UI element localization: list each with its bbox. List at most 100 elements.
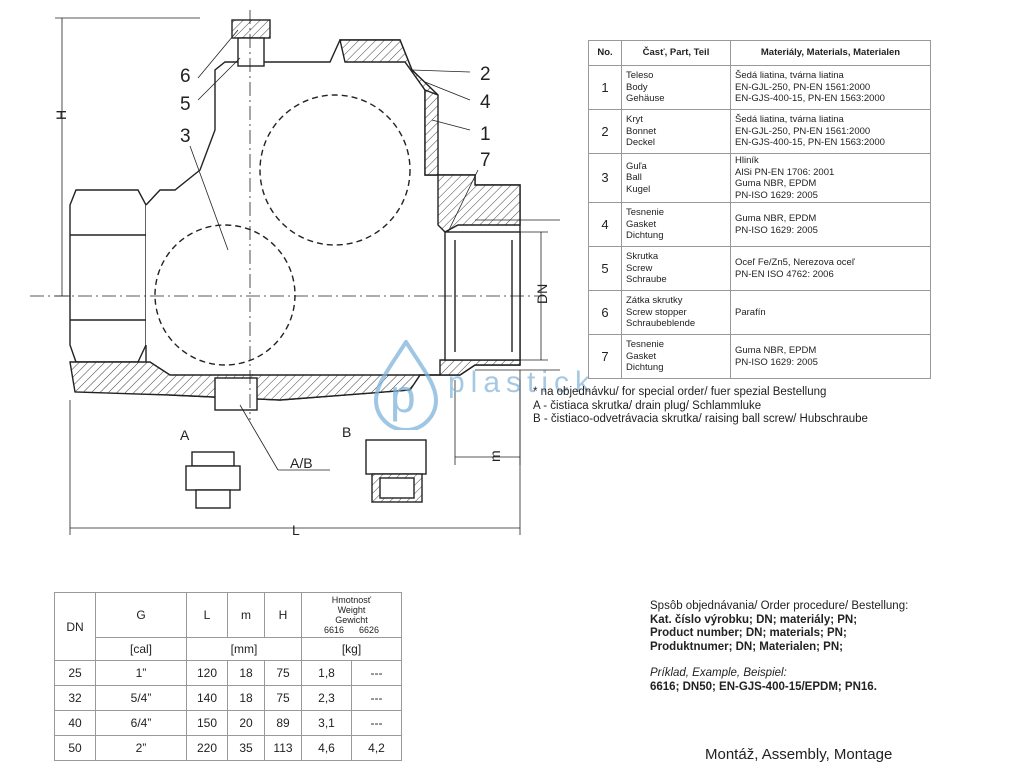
plug-b-detail xyxy=(365,439,427,503)
dims-cell: 140 xyxy=(186,685,228,711)
dims-header-l: L xyxy=(186,592,228,638)
screw-stopper xyxy=(231,19,271,39)
dim-l: L xyxy=(292,522,300,538)
label-part-5: 5 xyxy=(180,94,191,115)
dims-cell: 1” xyxy=(95,660,187,686)
dims-cell: --- xyxy=(350,685,403,711)
part-number: 3 xyxy=(588,153,622,203)
dimensions-table: DN G L m H Hmotnosť Weight Gewicht 6616 … xyxy=(54,592,403,761)
dims-header-weight: Hmotnosť Weight Gewicht 6616 6626 xyxy=(301,592,402,638)
drain-plug xyxy=(214,377,258,411)
dims-cell: 89 xyxy=(264,710,302,736)
dims-cell: 6/4” xyxy=(95,710,187,736)
note-b: B - čistiaco-odvetrávacia skrutka/ raisi… xyxy=(533,413,868,425)
order-line-sk: Kat. číslo výrobku; DN; materiály; PN; xyxy=(650,613,858,626)
dims-cell: 2” xyxy=(95,735,187,761)
part-number: 7 xyxy=(588,334,622,379)
dim-g: G xyxy=(557,289,560,300)
dims-cell: 18 xyxy=(227,660,265,686)
dim-m: m xyxy=(487,450,503,462)
detail-label-a: A xyxy=(180,427,190,443)
dims-cell: 1,8 xyxy=(301,660,352,686)
dims-cell: 40 xyxy=(54,710,96,736)
dims-cell: 25 xyxy=(54,660,96,686)
body-section-bottom xyxy=(69,359,521,401)
note-a: A - čistiaca skrutka/ drain plug/ Schlam… xyxy=(533,399,762,412)
notes: * na objednávku/ for special order/ fuer… xyxy=(533,386,868,427)
dims-cell: 113 xyxy=(264,735,302,761)
dims-cell: 4,6 xyxy=(301,735,352,761)
part-material: Parafín xyxy=(730,290,931,335)
part-number: 1 xyxy=(588,65,622,110)
svg-text:p: p xyxy=(390,370,416,422)
order-line-en: Product number; DN; materials; PN; xyxy=(650,627,847,639)
order-title: Spsôb objednávania/ Order procedure/ Bes… xyxy=(650,600,909,612)
bonnet-section xyxy=(339,39,439,96)
dims-cell: --- xyxy=(350,660,403,686)
part-number: 5 xyxy=(588,246,622,291)
units-weight: [kg] xyxy=(301,637,402,661)
dims-cell: 75 xyxy=(264,660,302,686)
label-part-3: 3 xyxy=(180,126,191,147)
detail-label-ab: A/B xyxy=(290,455,313,471)
dims-cell: 2,3 xyxy=(301,685,352,711)
plug-a-detail xyxy=(185,451,241,509)
dims-cell: 4,2 xyxy=(350,735,403,761)
part-number: 4 xyxy=(588,202,622,247)
dims-header-m: m xyxy=(227,592,265,638)
label-part-7: 7 xyxy=(480,150,491,171)
dims-cell: 32 xyxy=(54,685,96,711)
header-no: No. xyxy=(588,40,622,66)
dims-header-row: DN G L m H Hmotnosť Weight Gewicht 6616 … xyxy=(54,592,402,661)
label-part-1: 1 xyxy=(480,124,491,145)
dims-cell: 150 xyxy=(186,710,228,736)
plastick-watermark-logo: p plastick xyxy=(373,340,596,430)
ball xyxy=(154,224,296,366)
dim-dn: DN xyxy=(534,284,550,304)
parts-table-header: No. Časť, Part, Teil Materiály, Material… xyxy=(588,40,931,66)
header-part: Časť, Part, Teil xyxy=(621,40,731,66)
dims-header-dn: DN xyxy=(54,592,96,661)
dims-cell: 35 xyxy=(227,735,265,761)
part-number: 2 xyxy=(588,109,622,154)
dims-cell: --- xyxy=(350,710,403,736)
svg-text:plastick: plastick xyxy=(448,366,596,399)
dims-cell: 3,1 xyxy=(301,710,352,736)
example-value: 6616; DN50; EN-GJS-400-15/EPDM; PN16. xyxy=(650,680,877,693)
dims-cell: 220 xyxy=(186,735,228,761)
montage-caption: Montáž, Assembly, Montage xyxy=(705,746,893,763)
dims-cell: 50 xyxy=(54,735,96,761)
parts-table: No. Časť, Part, Teil Materiály, Material… xyxy=(588,40,931,379)
detail-label-b: B xyxy=(342,424,351,440)
units-lmh: [mm] xyxy=(186,637,302,661)
valve-drawing: 6 5 3 2 4 1 7 H L DN G m A B A/B xyxy=(30,10,560,538)
dim-h: H xyxy=(53,110,69,120)
dims-cell: 120 xyxy=(186,660,228,686)
header-materials: Materiály, Materials, Materialen xyxy=(730,40,931,66)
dims-cell: 18 xyxy=(227,685,265,711)
label-part-6: 6 xyxy=(180,66,191,87)
body-section-right xyxy=(411,69,521,233)
order-line-de: Produktnumer; DN; Materialen; PN; xyxy=(650,640,843,653)
dims-units-row: [cal] [mm] [kg] xyxy=(55,637,402,661)
part-number: 6 xyxy=(588,290,622,335)
